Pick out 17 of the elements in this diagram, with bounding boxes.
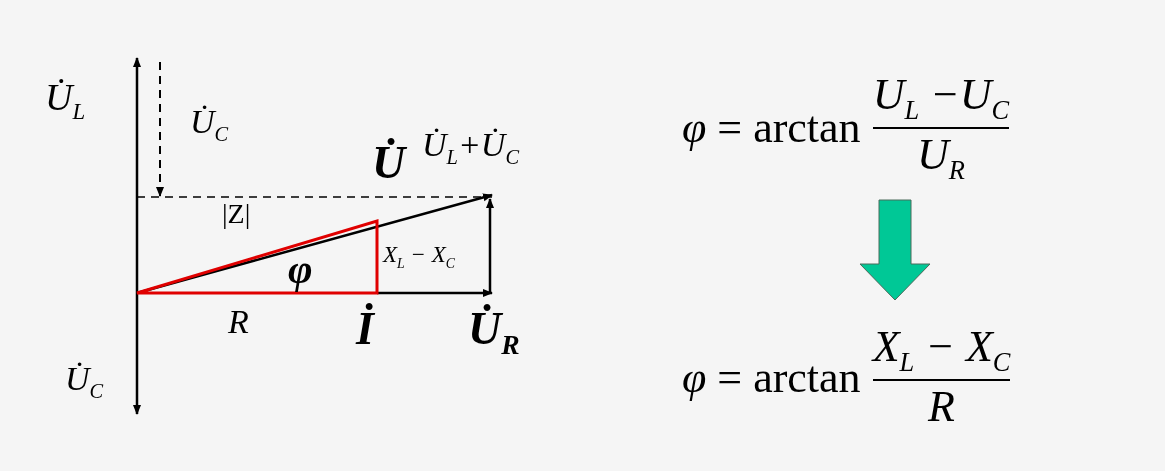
denominator: R — [928, 383, 955, 432]
angle-label: φ — [288, 248, 313, 290]
phasor-label: U̇ — [372, 140, 406, 186]
phasor-label: U̇$_{R}$ — [468, 306, 520, 359]
numerator: X$_{L}$ − X$_{C}$ — [872, 323, 1011, 378]
reactance-label: X$_{L}$ − X$_{C}$ — [383, 243, 456, 271]
resistance-label: R — [228, 305, 249, 339]
denominator: U$_{R}$ — [916, 130, 965, 185]
phasor-label: U̇$_{L}$+U̇$_{C}$ — [422, 128, 519, 168]
numerator: U$_{L}$ −U$_{C}$ — [872, 70, 1010, 125]
phasor-label: U̇$_{C}$ — [65, 362, 104, 402]
phasor-label: U̇$_{C}$ — [190, 105, 229, 145]
formula-prefix: φ = arctan — [682, 352, 861, 403]
formula-prefix: φ = arctan — [682, 102, 861, 153]
impedance-label: |Z| — [222, 200, 251, 228]
block-arrow — [859, 199, 931, 301]
phasor-label: U̇$_{L}$ — [45, 78, 86, 124]
